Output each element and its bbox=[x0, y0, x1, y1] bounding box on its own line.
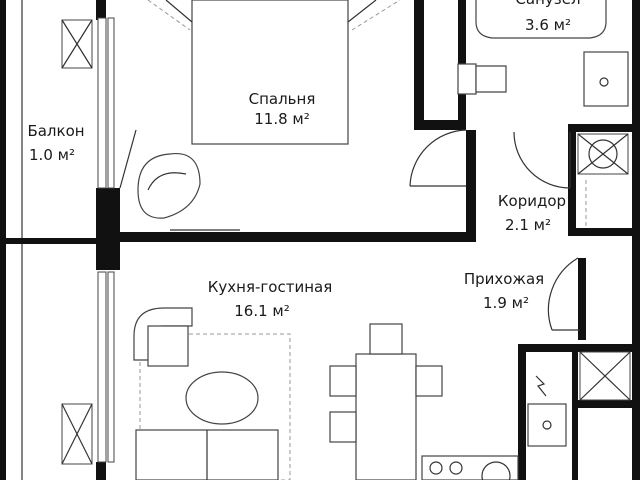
window-frame bbox=[107, 17, 115, 189]
room-label-corridor: Коридор bbox=[498, 192, 566, 210]
wall-corridor-left bbox=[466, 130, 476, 242]
corridor-doors bbox=[409, 129, 629, 228]
room-area-bathroom: 3.6 м² bbox=[525, 16, 571, 34]
utility-shaft bbox=[579, 351, 631, 401]
sink-drain bbox=[542, 420, 552, 430]
wall-entry-left bbox=[578, 258, 586, 340]
wall-kitchen-top bbox=[518, 344, 640, 352]
kitchen-sink bbox=[527, 403, 567, 447]
room-label-hallway: Прихожая bbox=[464, 270, 544, 288]
entry-door-swing bbox=[547, 257, 579, 331]
room-label-balcony: Балкон bbox=[27, 122, 84, 140]
armchair bbox=[137, 152, 201, 219]
wall-kitchen-left bbox=[518, 344, 526, 480]
rug bbox=[139, 333, 291, 480]
kitchen-counter bbox=[421, 455, 519, 480]
room-label-bathroom: Санузел bbox=[515, 0, 580, 8]
wall-shaft-left bbox=[568, 124, 576, 234]
dining-chair bbox=[329, 411, 357, 443]
toilet bbox=[457, 63, 507, 95]
window-frame bbox=[107, 271, 115, 463]
wall-bedroom-right bbox=[414, 0, 424, 130]
balcony-door bbox=[119, 129, 137, 189]
room-area-hallway: 1.9 м² bbox=[483, 294, 529, 312]
wall-shaft-bottom bbox=[568, 228, 640, 236]
bathtub bbox=[475, 0, 607, 39]
room-label-living: Кухня-гостиная bbox=[208, 278, 332, 296]
wall-bathroom-bottom bbox=[568, 124, 640, 132]
bedroom-door-swing bbox=[409, 129, 467, 187]
stove-burner bbox=[449, 461, 463, 475]
wall-segment bbox=[96, 0, 106, 20]
living-furniture bbox=[133, 307, 631, 480]
wall-shaft2-bottom bbox=[572, 400, 640, 408]
bed bbox=[191, 0, 349, 145]
room-labels: 3.6 м² Санузел Спальня 11.8 м² Балкон 1.… bbox=[27, 0, 580, 320]
wall-segment bbox=[96, 462, 106, 480]
wall-bedroom-living bbox=[96, 232, 476, 242]
electric-icon bbox=[535, 375, 547, 397]
wall-balcony-bottom bbox=[0, 238, 120, 244]
utility-shaft bbox=[577, 133, 629, 228]
bathroom-furniture bbox=[457, 0, 629, 107]
wall-right-outer bbox=[632, 0, 640, 480]
dining-chair bbox=[415, 365, 443, 397]
wall-corridor-top bbox=[414, 120, 462, 130]
bathroom-door-swing bbox=[513, 131, 571, 189]
room-label-bedroom: Спальня bbox=[249, 90, 316, 108]
stove-burner bbox=[429, 461, 443, 475]
wall-segment bbox=[96, 188, 120, 270]
radiator bbox=[61, 403, 93, 465]
entry-door bbox=[547, 257, 580, 331]
room-area-living: 16.1 м² bbox=[234, 302, 290, 320]
window-frame bbox=[97, 271, 107, 463]
dishwasher bbox=[481, 461, 511, 480]
dining-table bbox=[355, 353, 417, 480]
windows bbox=[21, 0, 137, 480]
wall-shaft2-left bbox=[572, 344, 578, 480]
coffee-table bbox=[185, 371, 259, 425]
room-area-bedroom: 11.8 м² bbox=[254, 110, 310, 128]
sink-drain bbox=[599, 77, 609, 87]
radiator bbox=[61, 19, 93, 69]
bed-nightstands bbox=[147, 0, 401, 31]
room-area-corridor: 2.1 м² bbox=[505, 216, 551, 234]
dining-chair bbox=[369, 323, 403, 355]
room-area-balcony: 1.0 м² bbox=[29, 146, 75, 164]
bedroom-furniture bbox=[137, 0, 401, 231]
armchair bbox=[133, 307, 193, 367]
dining-chair bbox=[329, 365, 357, 397]
bed-pillows bbox=[165, 0, 377, 23]
window-frame bbox=[97, 17, 107, 189]
